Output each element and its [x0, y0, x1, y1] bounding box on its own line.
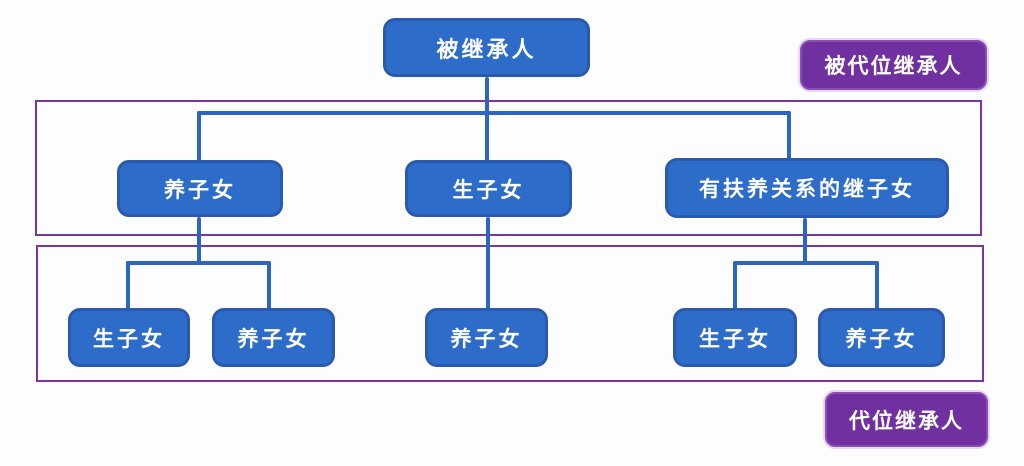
tag-subrogation-heir: 代位继承人	[825, 392, 988, 447]
connector-left-branch-drop2	[267, 261, 271, 310]
connector-drop-stepchildren	[787, 111, 791, 160]
node-biological-adopted-child: 养子女	[425, 308, 548, 367]
node-step-adopted-child: 养子女	[818, 308, 945, 367]
group-heirs-level	[35, 100, 982, 236]
connector-right-branch-drop2	[875, 261, 879, 310]
connector-level2-horizontal	[197, 111, 791, 115]
connector-biological-down	[486, 217, 490, 310]
node-adopted-biological-child: 生子女	[68, 308, 190, 367]
connector-stepchildren-down	[803, 218, 807, 265]
tag-subrogated-decedent: 被代位继承人	[800, 40, 987, 90]
connector-adopted-down	[197, 217, 201, 265]
group-subrogation-level	[36, 245, 984, 382]
node-stepchildren-with-support: 有扶养关系的继子女	[665, 158, 949, 218]
connector-root-down	[485, 77, 489, 162]
node-adopted-children: 养子女	[117, 160, 283, 217]
connector-right-branch-horizontal	[733, 261, 879, 265]
connector-right-branch-drop1	[733, 261, 737, 310]
connector-left-branch-horizontal	[126, 261, 271, 265]
node-adopted-adopted-child: 养子女	[212, 308, 335, 367]
node-step-biological-child: 生子女	[673, 308, 797, 367]
node-biological-children: 生子女	[405, 160, 572, 217]
node-decedent: 被继承人	[383, 18, 590, 77]
connector-left-branch-drop1	[126, 261, 130, 310]
connector-drop-adopted	[197, 111, 201, 162]
